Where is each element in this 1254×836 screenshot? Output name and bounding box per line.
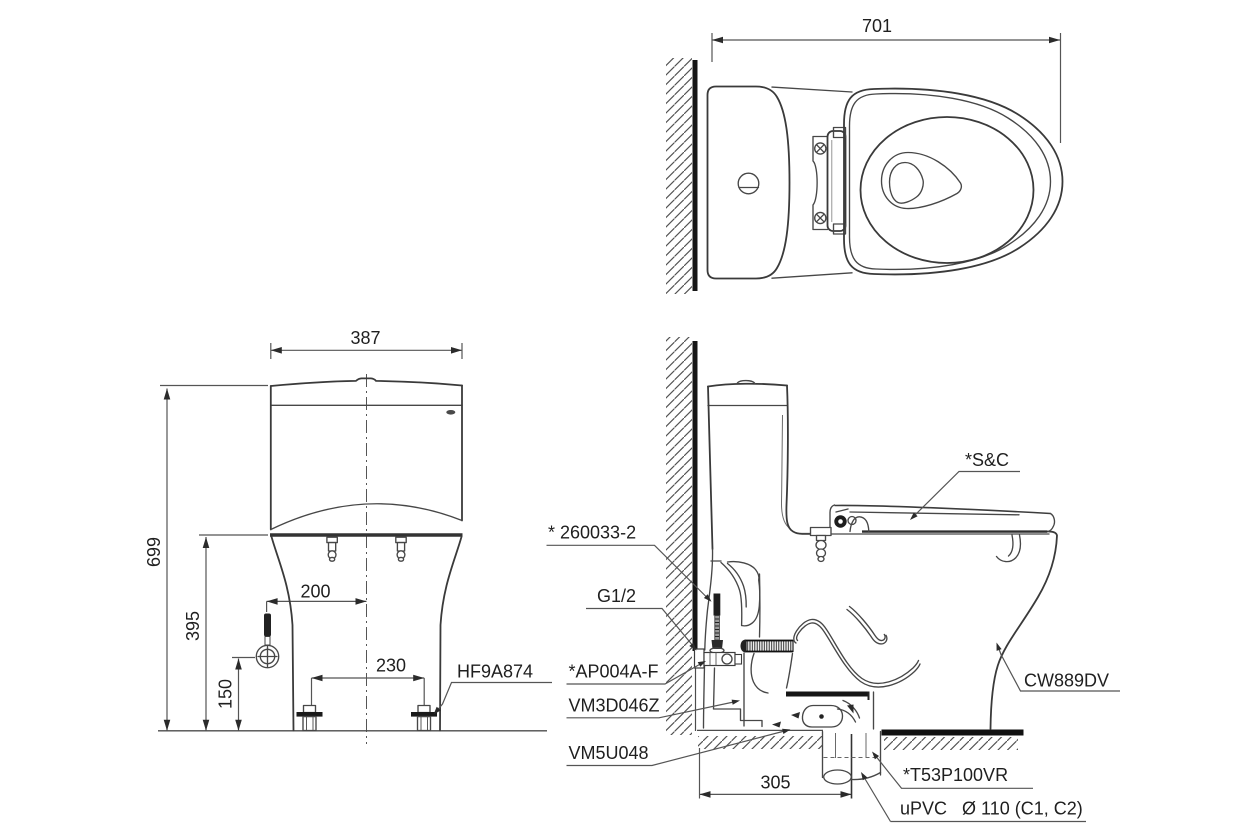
svg-text:HF9A874: HF9A874: [457, 662, 533, 682]
svg-text:CW889DV: CW889DV: [1024, 671, 1109, 691]
svg-text:G1/2: G1/2: [597, 586, 636, 606]
svg-text:*AP004A-F: *AP004A-F: [569, 662, 659, 682]
svg-text:200: 200: [300, 582, 330, 602]
svg-text:uPVC Ø 110 (C1, C2): uPVC Ø 110 (C1, C2): [900, 799, 1083, 819]
svg-text:*T53P100VR: *T53P100VR: [903, 765, 1008, 785]
svg-text:VM3D046Z: VM3D046Z: [569, 696, 660, 716]
svg-text:395: 395: [183, 611, 203, 641]
svg-text:699: 699: [144, 537, 164, 567]
svg-text:701: 701: [862, 16, 892, 36]
svg-text:VM5U048: VM5U048: [569, 743, 649, 763]
svg-text:* 260033-2: * 260033-2: [548, 523, 636, 543]
svg-text:305: 305: [760, 773, 790, 793]
svg-text:*S&C: *S&C: [965, 450, 1009, 470]
svg-text:230: 230: [376, 656, 406, 676]
svg-text:387: 387: [350, 328, 380, 348]
svg-text:150: 150: [216, 679, 236, 709]
